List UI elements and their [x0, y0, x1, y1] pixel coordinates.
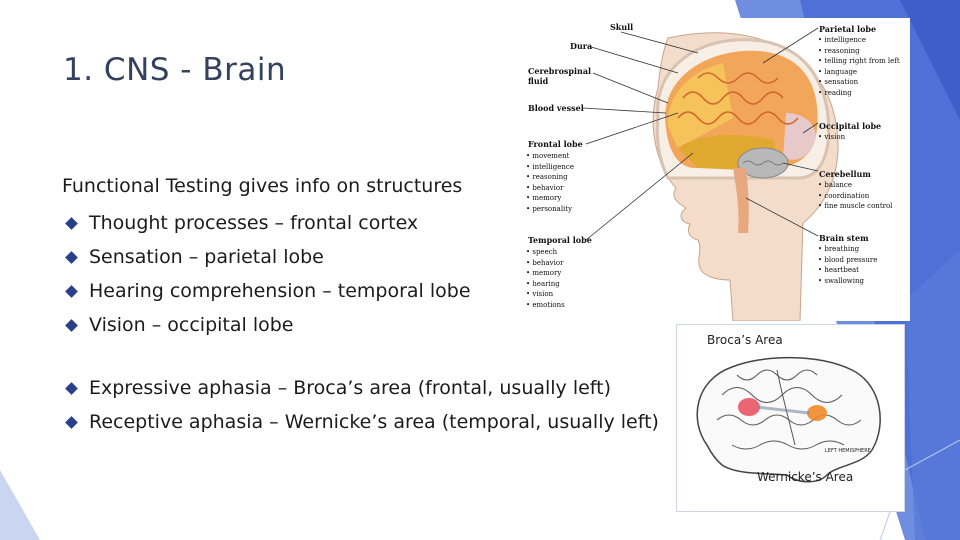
right-band-top [900, 0, 960, 120]
bullet-receptive-aphasia: Receptive aphasia – Wernicke’s area (tem… [64, 405, 664, 439]
label-occipital-lobe: Occipital lobe [819, 121, 882, 131]
temporal-item: behavior [526, 258, 565, 269]
cerebellum-item: coordination [818, 191, 892, 202]
brainstem-functions: breathing blood pressure heartbeat swall… [818, 244, 877, 286]
gyri-line-1 [682, 91, 784, 105]
corner-shape [0, 470, 40, 540]
label-cerebellum: Cerebellum [819, 169, 871, 179]
label-dura: Dura [570, 41, 593, 51]
temporal-item: emotions [526, 300, 564, 311]
arcuate-fasciculus [756, 405, 810, 415]
frontal-item: personality [526, 204, 574, 215]
right-band-low [905, 250, 960, 540]
brainstem-item: breathing [818, 244, 877, 255]
temporal-item: memory [526, 268, 565, 279]
parietal-item: intelligence [818, 35, 900, 46]
frontal-item: behavior [526, 183, 574, 194]
temporal-item: hearing [526, 279, 565, 290]
brainstem-item: swallowing [818, 276, 877, 287]
parietal-functions: intelligence reasoning telling right fro… [818, 35, 900, 99]
gyri-line-2 [677, 111, 799, 125]
hemisphere-label: LEFT HEMISPHERE [825, 448, 871, 454]
right-band-line [879, 439, 960, 540]
broca-area-label: Broca’s Area [707, 333, 783, 347]
aphasia-bullet-list: Expressive aphasia – Broca’s area (front… [64, 371, 664, 439]
head-illustration [582, 27, 839, 321]
label-brain-stem: Brain stem [819, 233, 869, 243]
frontal-item: memory [526, 193, 574, 204]
bullet-temporal: Hearing comprehension – temporal lobe [64, 274, 471, 308]
gyri-line-3 [697, 72, 779, 84]
bullet-frontal: Thought processes – frontal cortex [64, 206, 471, 240]
cerebellum-item: balance [818, 180, 892, 191]
temporal-item: speech [526, 247, 565, 258]
occipital-item: vision [818, 132, 845, 143]
wernicke-area-highlight [807, 405, 827, 421]
bullet-expressive-aphasia: Expressive aphasia – Broca’s area (front… [64, 371, 664, 405]
cerebellum-item: fine muscle control [818, 201, 892, 212]
function-bullet-list: Thought processes – frontal cortex Sensa… [64, 206, 471, 342]
label-temporal-lobe: Temporal lobe [528, 235, 592, 245]
brainstem-item: heartbeat [818, 265, 877, 276]
cerebellum-functions: balance coordination fine muscle control [818, 180, 892, 212]
broca-area-highlight [738, 398, 760, 416]
broca-wernicke-figure: Broca’s Area Wernicke’s Area LEFT HEMISP… [676, 324, 905, 512]
slide-title: 1. CNS - Brain [63, 52, 287, 88]
frontal-item: movement [526, 151, 574, 162]
temporal-functions: speech behavior memory hearing vision em… [526, 247, 565, 311]
bullet-parietal: Sensation – parietal lobe [64, 240, 471, 274]
parietal-item: reading [818, 88, 900, 99]
parietal-item: telling right from left [818, 56, 899, 67]
pointer-lines [582, 27, 819, 241]
bullet-occipital: Vision – occipital lobe [64, 308, 471, 342]
brain-stem-shape [733, 168, 749, 233]
occipital-functions: vision [818, 132, 845, 143]
occipital-lobe-shape [783, 113, 816, 160]
frontal-item: intelligence [526, 162, 574, 173]
label-csf: Cerebrospinal fluid [528, 66, 592, 86]
brain-sketch [696, 356, 881, 483]
label-blood-vessel: Blood vessel [528, 103, 584, 113]
parietal-item: sensation [818, 77, 900, 88]
parietal-item: language [818, 67, 900, 78]
wernicke-area-label: Wernicke’s Area [757, 470, 854, 484]
label-frontal-lobe: Frontal lobe [528, 139, 583, 149]
frontal-item: reasoning [526, 172, 574, 183]
intro-text: Functional Testing gives info on structu… [62, 175, 463, 197]
parietal-item: reasoning [818, 46, 900, 57]
temporal-item: vision [526, 289, 565, 300]
brain-lobes-figure: Skull Dura Cerebrospinal fluid Blood ves… [518, 18, 910, 321]
cerebellum-folds [742, 160, 784, 166]
sketch-folds [716, 369, 862, 450]
label-skull: Skull [610, 22, 634, 32]
frontal-lobe-shape [667, 63, 733, 148]
brainstem-item: blood pressure [818, 255, 877, 266]
label-parietal-lobe: Parietal lobe [819, 24, 877, 34]
frontal-functions: movement intelligence reasoning behavior… [526, 151, 574, 214]
